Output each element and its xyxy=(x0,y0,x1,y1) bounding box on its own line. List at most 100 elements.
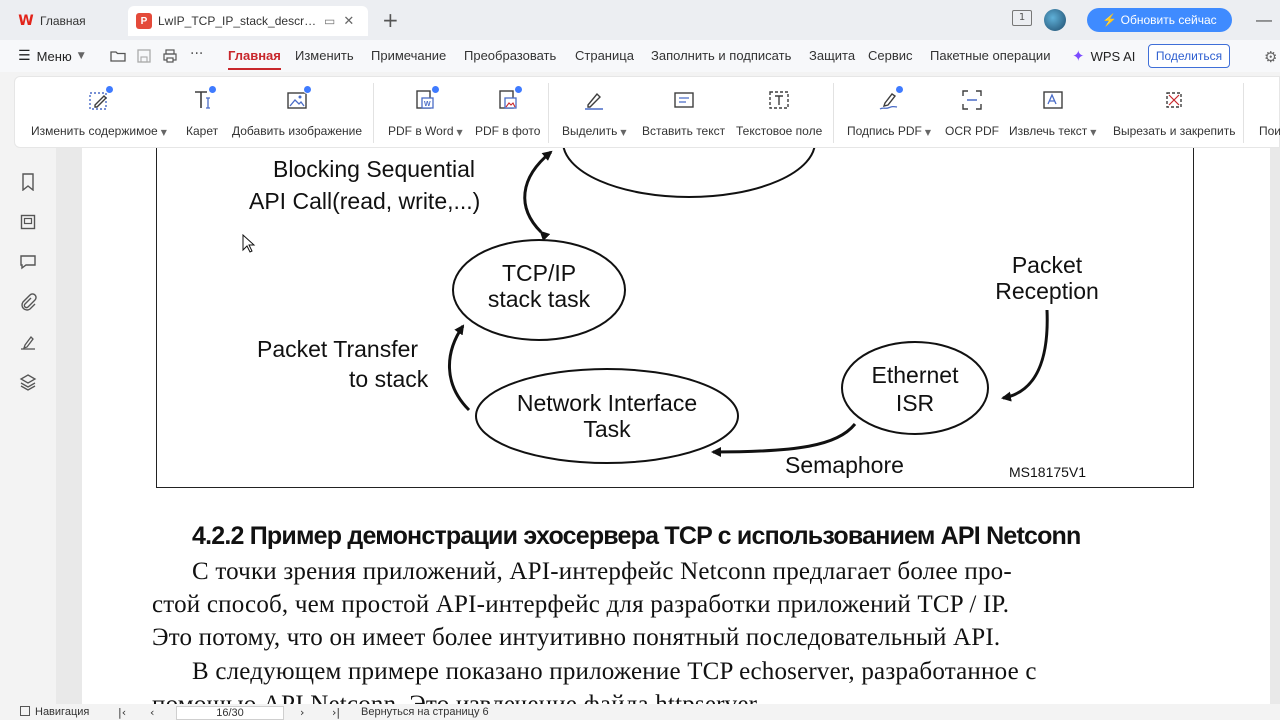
navigation-panel-icon xyxy=(20,706,30,716)
caret-label: Карет xyxy=(186,124,219,138)
menu-item-edit[interactable]: Изменить xyxy=(295,48,354,63)
toolbar-separator xyxy=(548,83,549,143)
text-box-tool[interactable]: Текстовое поле xyxy=(736,77,822,149)
back-to-page-link[interactable]: Вернуться на страницу 6 xyxy=(361,706,489,718)
pdf-to-image-tool[interactable]: PDF в фото xyxy=(475,77,540,149)
highlight-tool[interactable]: Выделить▼ xyxy=(562,77,627,149)
application-task-ellipse xyxy=(562,148,816,198)
attachment-icon[interactable] xyxy=(18,292,38,312)
blocking-call-label-line2: API Call(read, write,...) xyxy=(249,188,481,214)
tcpip-label-line2: stack task xyxy=(487,286,591,312)
navigation-toggle[interactable]: Навигация xyxy=(20,706,89,718)
toolbar-separator xyxy=(1243,83,1244,143)
menu-item-tools[interactable]: Сервис xyxy=(868,48,913,63)
close-tab-icon[interactable]: ✕ xyxy=(343,13,355,29)
new-feature-badge xyxy=(894,85,904,94)
insert-text-icon xyxy=(671,87,697,113)
packet-reception-label-line2: Reception xyxy=(995,278,1099,304)
thumbnails-icon[interactable] xyxy=(18,212,38,232)
tab-home[interactable]: W Главная xyxy=(10,6,124,36)
section-heading: 4.2.2 Пример демонстрации эхосервера TCP… xyxy=(192,522,1081,550)
insert-text-tool[interactable]: Вставить текст xyxy=(642,77,725,149)
diagram-graphics xyxy=(447,148,1049,464)
menu-item-batch[interactable]: Пакетные операции xyxy=(930,48,1051,63)
last-page-icon[interactable]: ›| xyxy=(332,706,341,719)
new-feature-badge xyxy=(104,85,114,94)
pdf-sign-label: Подпись PDF xyxy=(847,124,922,138)
new-tab-icon[interactable]: + xyxy=(382,8,399,32)
extract-text-tool[interactable]: Извлечь текст▼ xyxy=(1009,77,1096,149)
update-now-button[interactable]: ⚡ Обновить сейчас xyxy=(1087,8,1232,32)
status-bar: Навигация |‹ ‹ 16/30 › ›| Вернуться на с… xyxy=(0,704,1280,720)
crop-icon xyxy=(1161,87,1187,113)
pdf-to-word-tool[interactable]: W PDF в Word▼ xyxy=(388,77,463,149)
menu-item-home[interactable]: Главная xyxy=(228,40,281,72)
paragraph-line: помощью API Netconn. Это извлечение файл… xyxy=(152,691,775,704)
page-number-input[interactable]: 16/30 xyxy=(176,706,284,720)
tab-document-title: LwIP_TCP_IP_stack_description_ xyxy=(158,14,318,28)
main-menu-label: Меню xyxy=(36,48,72,64)
new-feature-badge xyxy=(513,85,523,94)
monitor-icon[interactable]: ▭ xyxy=(324,14,336,28)
window-counter: 1 xyxy=(1018,12,1026,23)
pdf-sign-tool[interactable]: Подпись PDF▼ xyxy=(847,77,931,149)
window-counter-icon[interactable]: 1 xyxy=(1012,10,1032,26)
comment-icon[interactable] xyxy=(18,252,38,272)
toolbar-separator xyxy=(833,83,834,143)
user-avatar[interactable] xyxy=(1044,9,1066,31)
next-page-icon[interactable]: › xyxy=(300,706,305,719)
menu-item-page[interactable]: Страница xyxy=(575,48,634,63)
menu-item-convert[interactable]: Преобразовать xyxy=(464,48,557,63)
wps-ai-button[interactable]: ✦ WPS AI xyxy=(1072,40,1135,72)
highlight-label: Выделить xyxy=(562,124,618,138)
menu-item-protect[interactable]: Защита xyxy=(809,48,856,63)
edit-content-icon xyxy=(86,85,114,113)
text-box-label: Текстовое поле xyxy=(736,124,823,138)
signature-pen-icon xyxy=(876,85,904,113)
ocr-pdf-tool[interactable]: OCR PDF xyxy=(945,77,999,149)
cut-and-pin-label: Вырезать и закрепить xyxy=(1113,124,1236,138)
cut-and-pin-tool[interactable]: Вырезать и закрепить xyxy=(1113,77,1235,149)
svg-text:W: W xyxy=(424,101,431,108)
caret-tool[interactable]: Карет xyxy=(186,77,218,149)
open-folder-icon[interactable] xyxy=(110,48,126,68)
share-button[interactable]: Поделиться xyxy=(1148,44,1230,68)
tab-document[interactable]: P LwIP_TCP_IP_stack_description_ ▭ ✕ xyxy=(128,6,368,36)
chevron-down-icon: ▼ xyxy=(456,128,463,137)
edit-content-label: Изменить содержимое xyxy=(31,124,158,138)
edit-content-tool[interactable]: Изменить содержимое▼ xyxy=(31,77,167,149)
gear-icon[interactable]: ⚙ xyxy=(1264,48,1278,66)
eth-isr-label-line1: Ethernet xyxy=(871,362,959,388)
print-icon[interactable] xyxy=(162,48,178,68)
ai-sparkle-icon: ✦ xyxy=(1072,47,1085,65)
previous-page-icon[interactable]: ‹ xyxy=(150,706,155,719)
insert-text-label: Вставить текст xyxy=(642,124,726,138)
new-feature-badge xyxy=(431,85,441,94)
paragraph-line: стой способ, чем простой API-интерфейс д… xyxy=(152,591,1010,618)
more-icon[interactable]: ··· xyxy=(190,46,204,62)
packet-transfer-arrow xyxy=(447,324,471,412)
menu-item-fill-sign[interactable]: Заполнить и подписать xyxy=(651,48,792,63)
menu-item-comment[interactable]: Примечание xyxy=(371,48,447,63)
eth-isr-label-line2: ISR xyxy=(895,390,935,416)
minimize-icon[interactable]: — xyxy=(1256,12,1272,29)
ethernet-isr-ellipse xyxy=(841,341,989,435)
wps-logo-icon: W xyxy=(18,13,34,29)
save-icon[interactable] xyxy=(136,48,152,68)
bookmark-icon[interactable] xyxy=(18,172,38,192)
netif-label-line1: Network Interface xyxy=(516,390,698,416)
highlighter-icon xyxy=(581,87,607,113)
menu-bar: ☰ Меню ▼ ··· Главная Изменить Примечание… xyxy=(0,40,1280,72)
semaphore-label: Semaphore xyxy=(785,452,904,478)
packet-reception-arrow xyxy=(1001,309,1049,402)
chevron-down-icon: ▼ xyxy=(160,128,167,137)
navigation-label: Навигация xyxy=(35,706,90,718)
document-viewport[interactable]: Blocking Sequential API Call(read, write… xyxy=(56,148,1280,704)
add-image-tool[interactable]: Добавить изображение xyxy=(232,77,362,149)
main-menu-button[interactable]: ☰ Меню ▼ xyxy=(18,40,85,72)
tcpip-stack-ellipse xyxy=(452,239,626,341)
signature-icon[interactable] xyxy=(18,332,38,352)
layers-icon[interactable] xyxy=(18,372,38,392)
first-page-icon[interactable]: |‹ xyxy=(118,706,127,719)
search-tool[interactable]: Пои xyxy=(1259,77,1280,149)
